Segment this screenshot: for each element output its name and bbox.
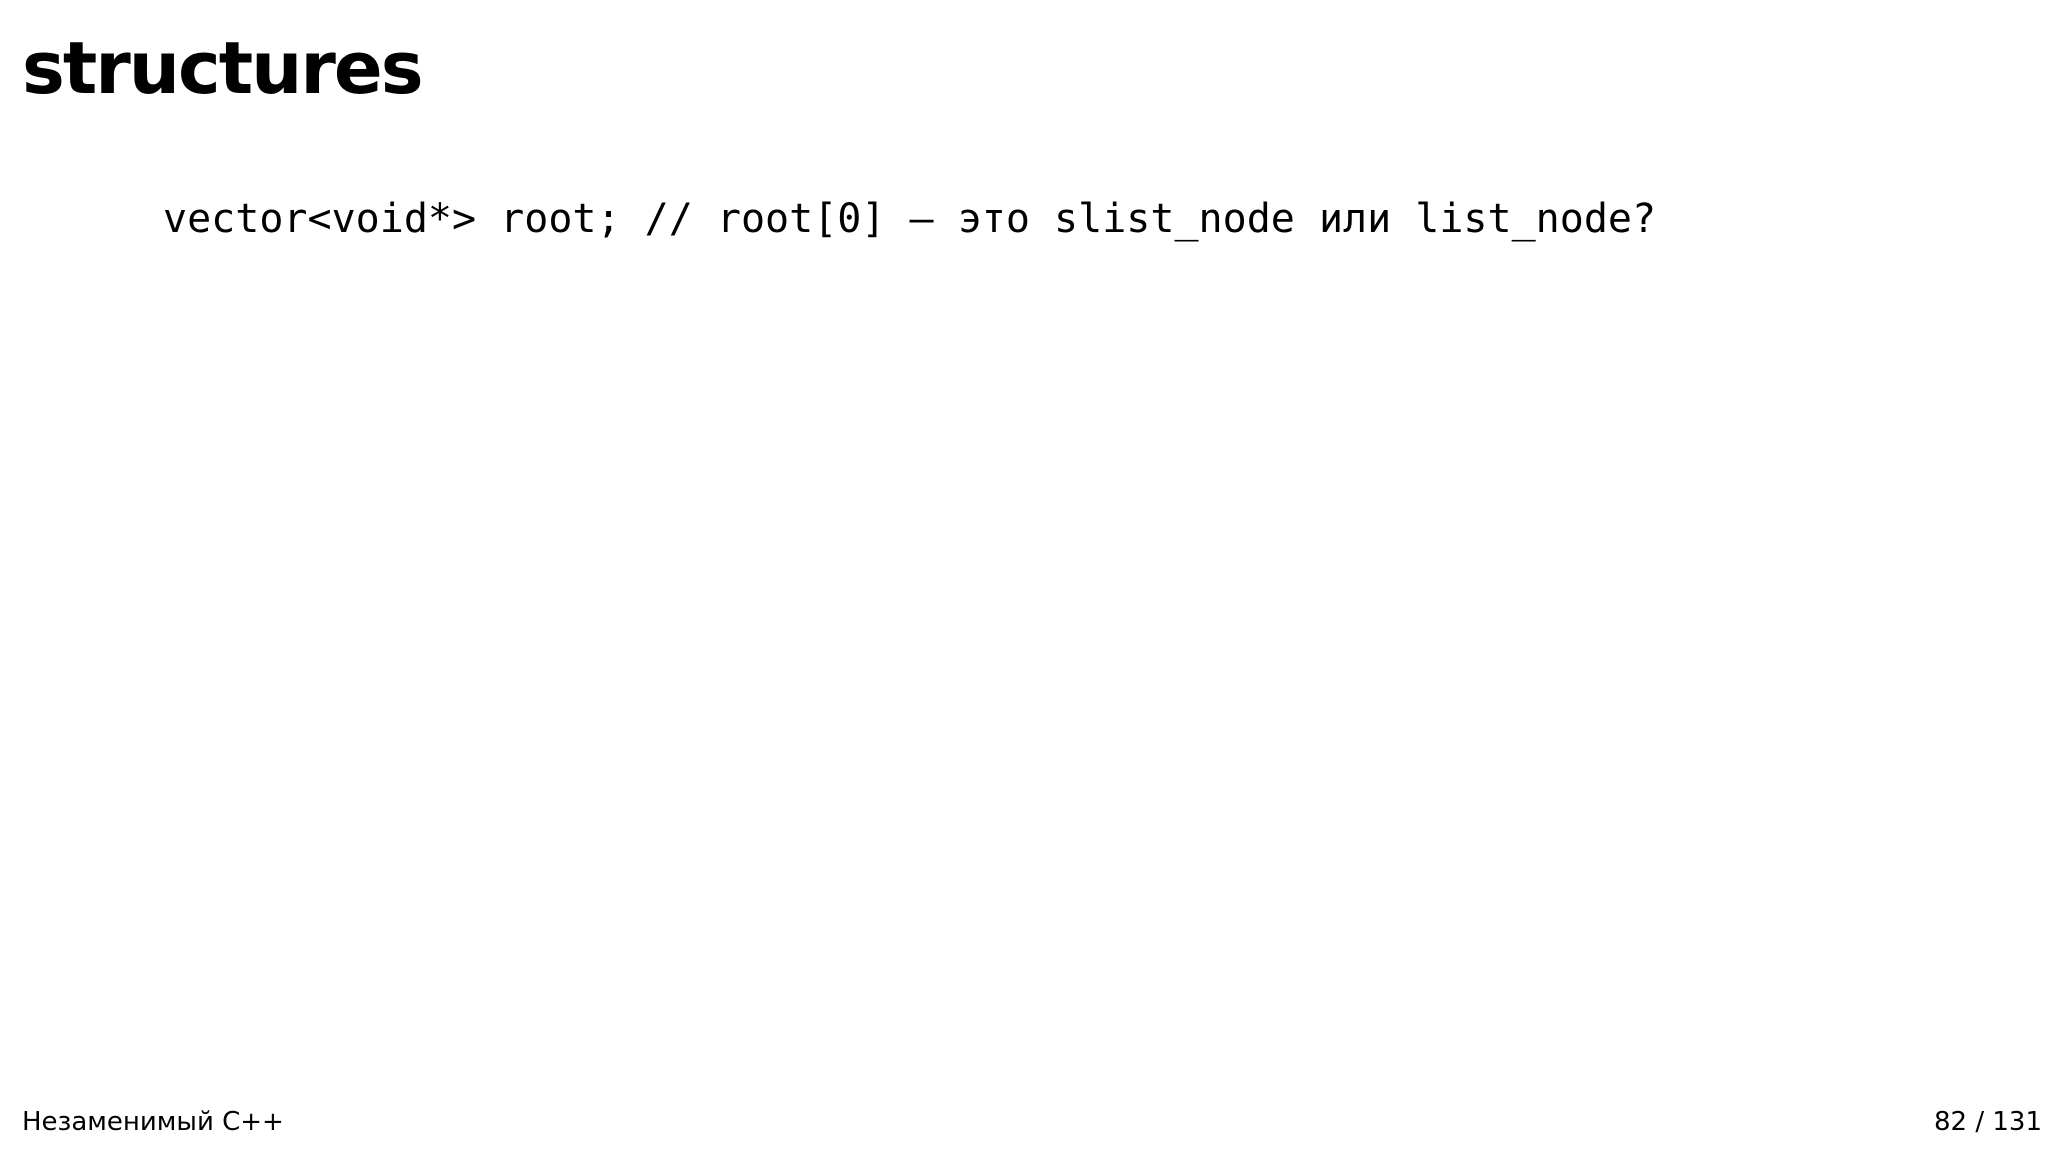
- footer-course-title: Незаменимый C++: [22, 1107, 284, 1137]
- code-line: vector<void*> root; // root[0] — это sli…: [163, 196, 1657, 242]
- slide-title: structures: [22, 26, 424, 110]
- footer-page-number: 82 / 131: [1934, 1107, 2042, 1137]
